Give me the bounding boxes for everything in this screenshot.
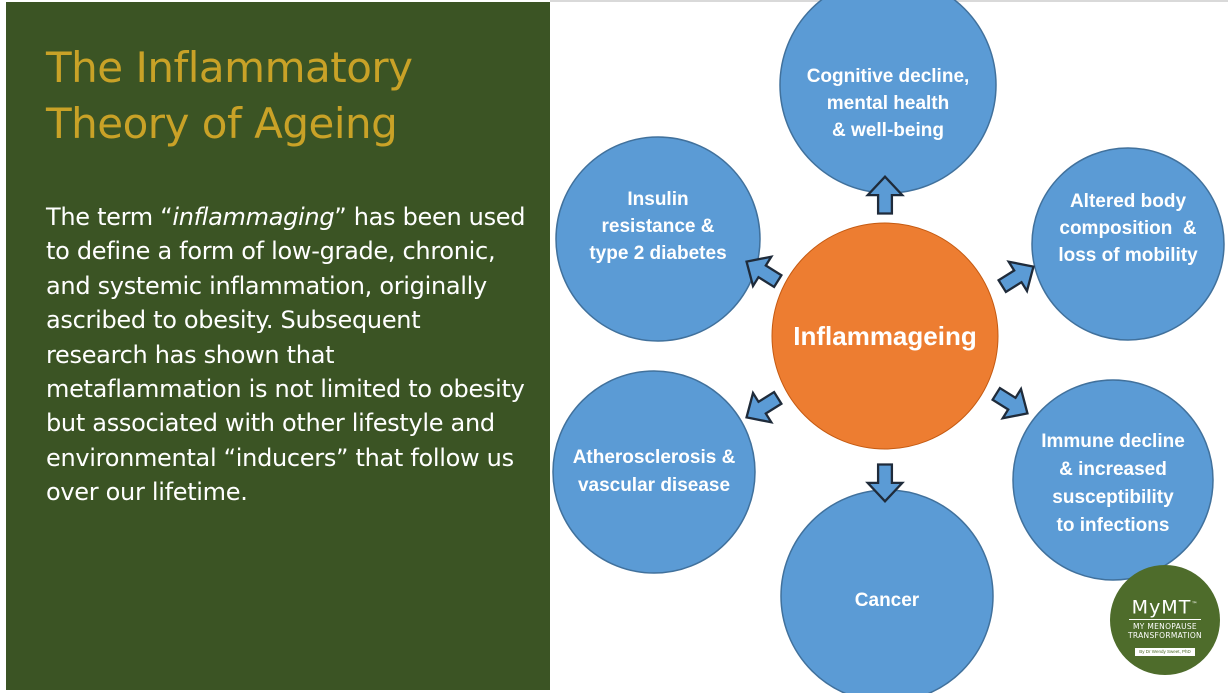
cancer-label-line: Cancer [855, 590, 920, 611]
cognitive-decline-label-line: & well-being [832, 120, 944, 141]
node-insulin-resistance: Insulin resistance & type 2 diabetes [555, 136, 761, 342]
arrow-to-body [997, 260, 1035, 294]
body-composition-label-line: Altered body [1070, 191, 1187, 212]
arrow-to-cancer [865, 463, 905, 503]
mymt-logo: MyMT™ MY MENOPAUSE TRANSFORMATION By Dr … [1110, 565, 1220, 675]
atherosclerosis-label-line: Atherosclerosis & [573, 447, 736, 468]
inflammageing-diagram: Cognitive decline, mental health & well-be… [552, 0, 1225, 693]
insulin-resistance-circle [555, 136, 761, 342]
body-composition-label-line: composition & [1059, 218, 1197, 239]
arrow-to-immune [991, 386, 1029, 420]
logo-divider [1129, 619, 1201, 621]
cognitive-decline-label-line: mental health [827, 93, 949, 114]
left-panel [6, 2, 550, 690]
center-circle [771, 222, 999, 450]
atherosclerosis-circle [552, 370, 756, 574]
arrow-to-cognitive [865, 175, 905, 215]
immune-decline-label-line: susceptibility [1052, 487, 1174, 508]
insulin-resistance-label-line: resistance & [601, 216, 714, 237]
slide-body: The term “inflammaging” has been used to… [46, 200, 526, 510]
immune-decline-label-line: Immune decline [1041, 431, 1185, 452]
logo-brand: MyMT [1131, 596, 1192, 619]
atherosclerosis-label-line: vascular disease [578, 475, 730, 496]
body-text-rest: ” has been used to define a form of low-… [46, 203, 526, 507]
node-cognitive-decline: Cognitive decline, mental health & well-be… [779, 0, 997, 194]
node-cancer: Cancer [780, 489, 994, 693]
node-immune-decline: Immune decline & increased susceptibility t… [1012, 379, 1214, 581]
immune-decline-label-line: to infections [1057, 515, 1170, 536]
body-text-emphasis: inflammaging [172, 203, 335, 231]
body-text-start: The term “ [46, 203, 173, 231]
center-node: Inflammageing [771, 222, 999, 450]
logo-trademark: ™ [1191, 601, 1199, 608]
arrow-to-athero [745, 390, 783, 424]
logo-tagline: By Dr Wendy Sweet, PhD [1135, 648, 1195, 657]
body-composition-label-line: loss of mobility [1058, 245, 1198, 266]
center-label: Inflammageing [793, 321, 976, 351]
slide-title: The Inflammatory Theory of Ageing [46, 43, 413, 148]
immune-decline-circle [1012, 379, 1214, 581]
logo-line-1: MY MENOPAUSE [1133, 622, 1197, 632]
insulin-resistance-label-line: Insulin [627, 189, 688, 210]
cognitive-decline-label-line: Cognitive decline, [807, 66, 970, 87]
arrow-to-insulin [745, 255, 783, 289]
insulin-resistance-label-line: type 2 diabetes [589, 243, 726, 264]
immune-decline-label-line: & increased [1059, 459, 1167, 480]
node-body-composition: Altered body composition & loss of mobilit… [1031, 147, 1225, 341]
node-atherosclerosis: Atherosclerosis & vascular disease [552, 370, 756, 574]
logo-line-2: TRANSFORMATION [1128, 631, 1202, 641]
body-composition-circle [1031, 147, 1225, 341]
